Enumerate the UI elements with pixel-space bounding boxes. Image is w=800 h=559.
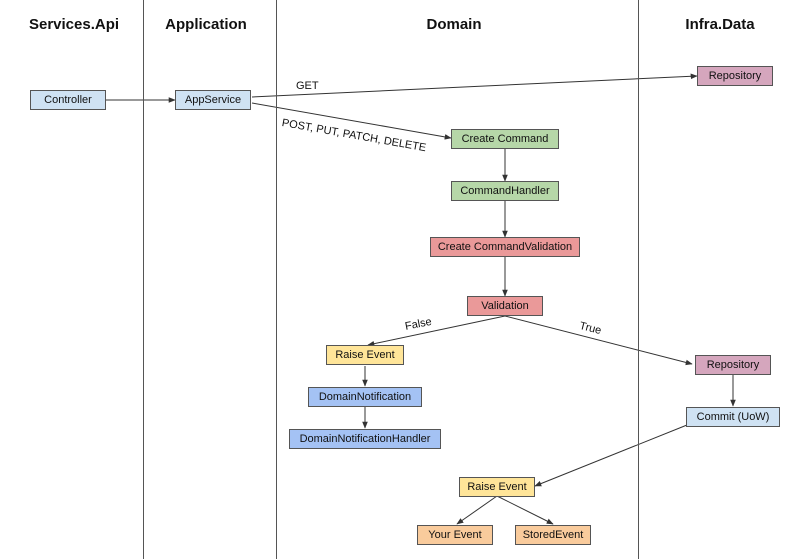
- lane-title-infra-data: Infra.Data: [685, 16, 755, 33]
- repository-get-node[interactable]: Repository: [697, 66, 773, 86]
- create-command-validation-node[interactable]: Create CommandValidation: [430, 237, 580, 257]
- controller-node[interactable]: Controller: [30, 90, 106, 110]
- stored-event-node[interactable]: StoredEvent: [515, 525, 591, 545]
- edge-validation-true: [504, 315, 693, 366]
- edge-commit-to-raise-event: [534, 424, 688, 487]
- edge-raise-event-to-your-event: [456, 495, 498, 525]
- raise-event-stored-node[interactable]: Raise Event: [459, 477, 535, 497]
- edge-get-to-repository: [251, 73, 698, 98]
- lane-title-services-api: Services.Api: [28, 16, 120, 33]
- lane-title-domain: Domain: [426, 16, 482, 33]
- edge-write-to-create-command: [251, 102, 452, 140]
- domain-notification-node[interactable]: DomainNotification: [308, 387, 422, 407]
- raise-event-node[interactable]: Raise Event: [326, 345, 404, 365]
- lane-title-application: Application: [165, 16, 247, 33]
- validation-node[interactable]: Validation: [467, 296, 543, 316]
- domain-notification-handler-node[interactable]: DomainNotificationHandler: [289, 429, 441, 449]
- edge-validation-false: [367, 315, 506, 347]
- command-handler-node[interactable]: CommandHandler: [451, 181, 559, 201]
- edge-raise-event-to-stored-event: [496, 495, 554, 525]
- lane-divider-2: [276, 0, 277, 559]
- edge-label-get: GET: [296, 80, 319, 92]
- your-event-node[interactable]: Your Event: [417, 525, 493, 545]
- commit-uow-node[interactable]: Commit (UoW): [686, 407, 780, 427]
- appservice-node[interactable]: AppService: [175, 90, 251, 110]
- repository-true-node[interactable]: Repository: [695, 355, 771, 375]
- lane-divider-1: [143, 0, 144, 559]
- create-command-node[interactable]: Create Command: [451, 129, 559, 149]
- lane-divider-3: [638, 0, 639, 559]
